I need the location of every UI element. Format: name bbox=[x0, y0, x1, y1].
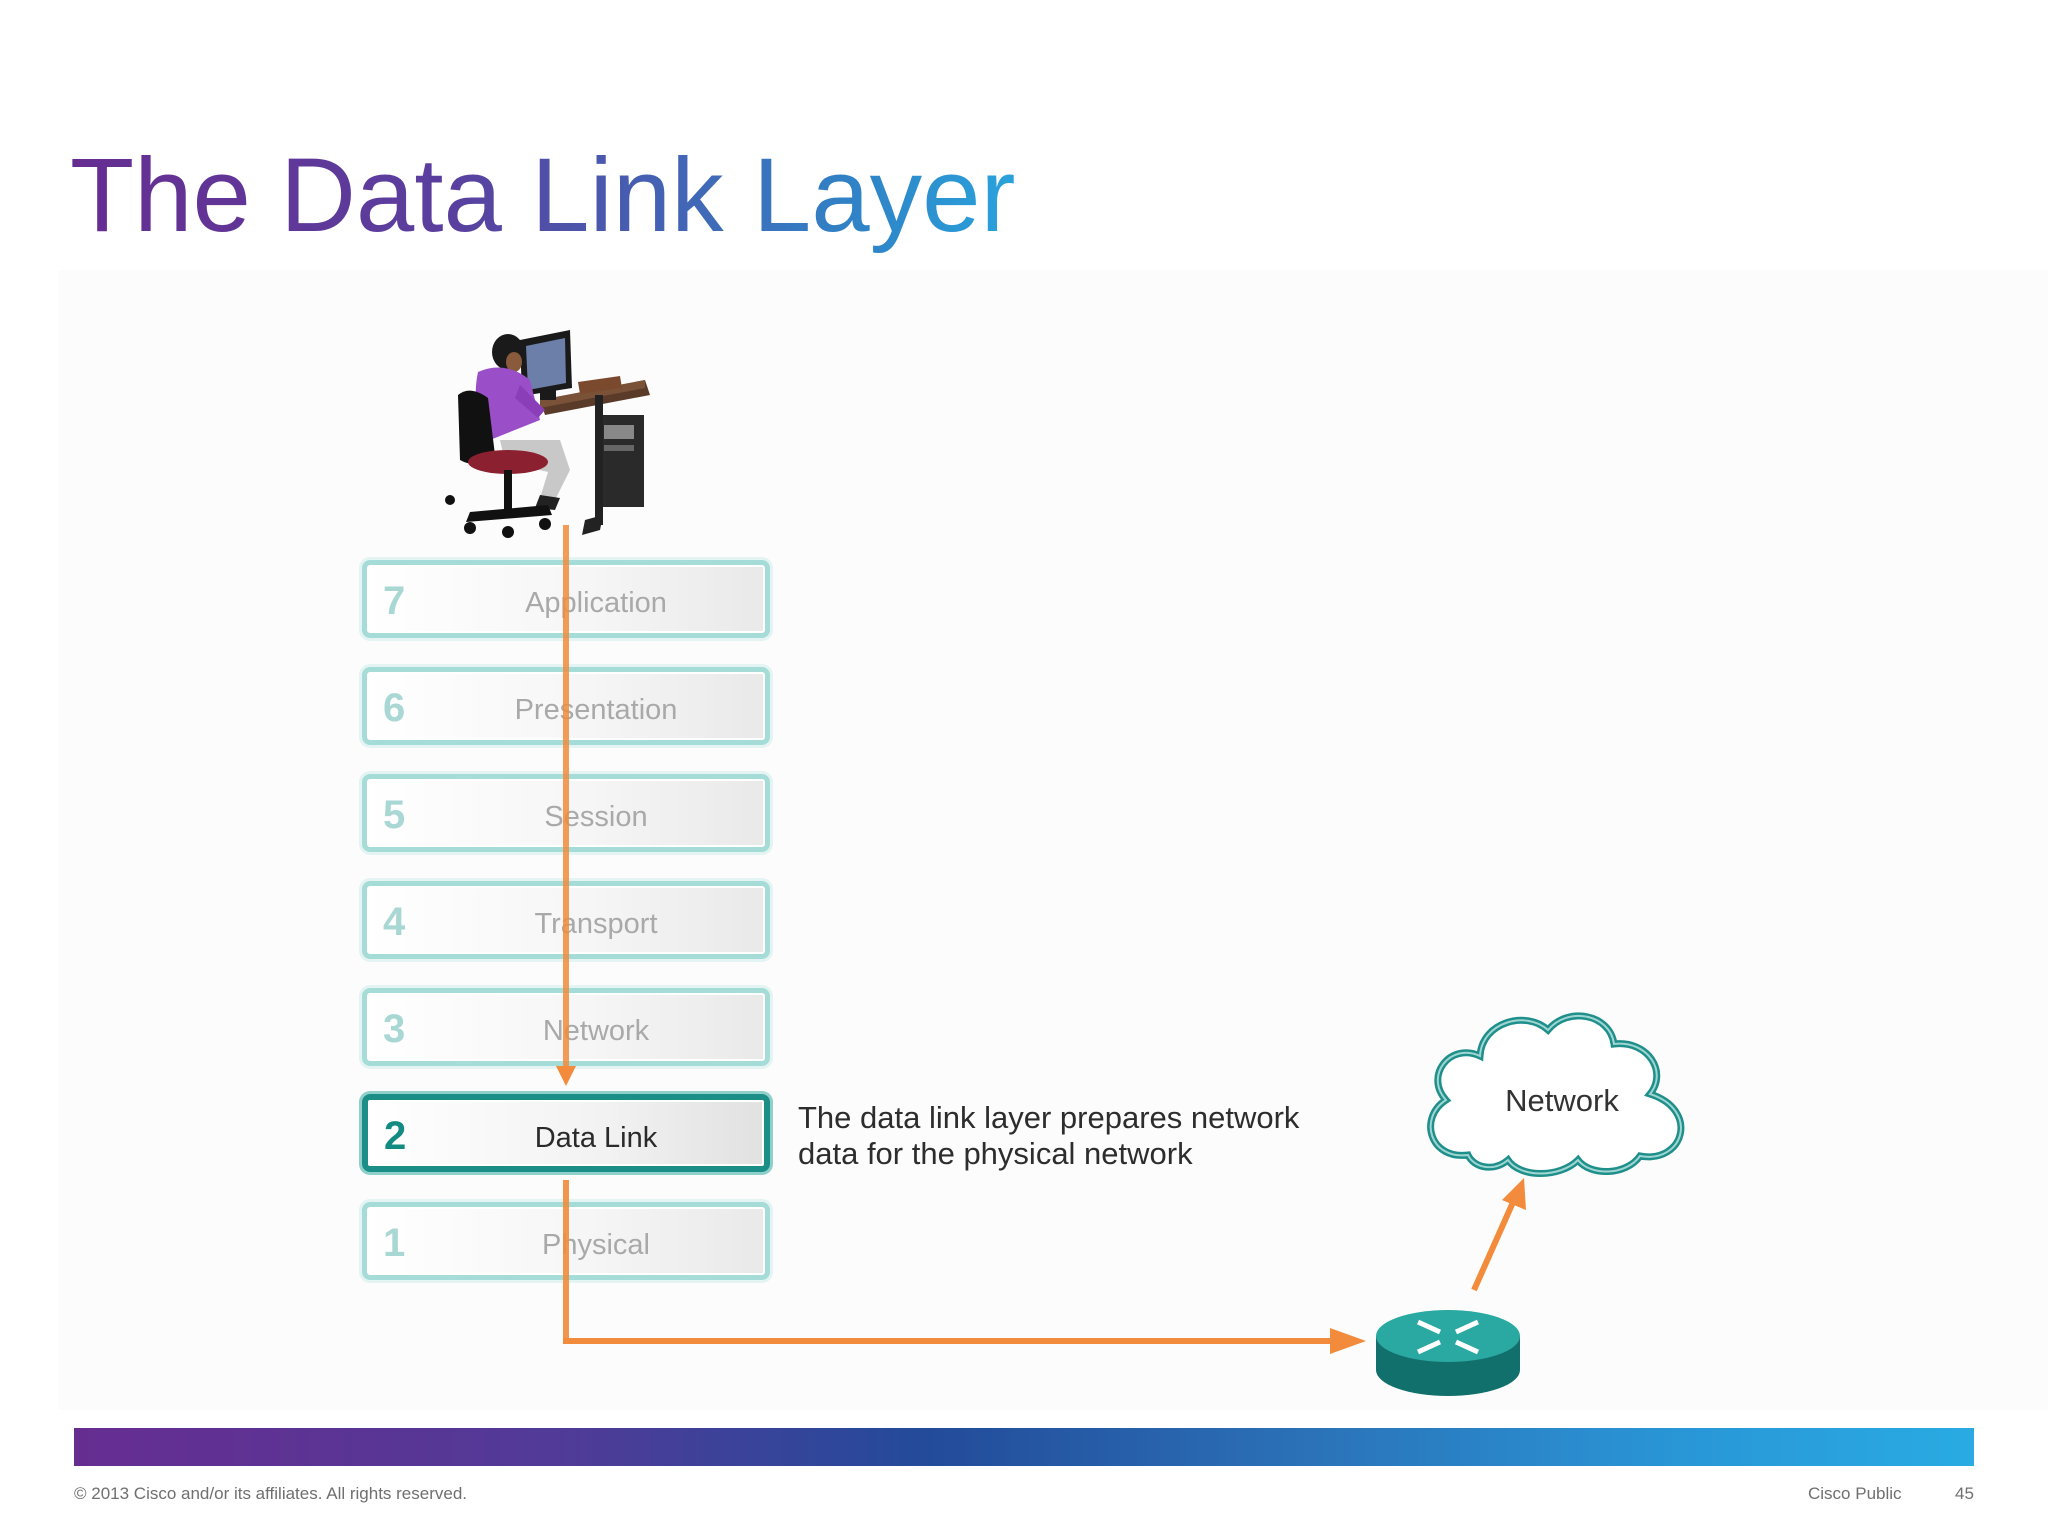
layer-name: Application bbox=[525, 587, 667, 619]
layer-name: Data Link bbox=[534, 1122, 658, 1154]
layer-name: Transport bbox=[534, 908, 658, 940]
layer-description: The data link layer prepares network dat… bbox=[798, 1100, 1300, 1171]
layer-name: Physical bbox=[542, 1229, 650, 1261]
layer-name: Session bbox=[544, 801, 648, 833]
classification-label: Cisco Public bbox=[1808, 1484, 1902, 1503]
layer-number: 6 bbox=[383, 686, 406, 730]
router-icon bbox=[1376, 1310, 1520, 1396]
page-title: The Data Link Layer bbox=[70, 137, 1016, 254]
layer-number: 5 bbox=[383, 793, 406, 837]
cloud-icon bbox=[1427, 1012, 1685, 1177]
layer-number: 2 bbox=[384, 1114, 407, 1158]
layer-number: 3 bbox=[383, 1007, 406, 1051]
layer-name: Presentation bbox=[514, 694, 678, 726]
layer-number: 1 bbox=[383, 1221, 406, 1265]
cloud-label: Network bbox=[1505, 1083, 1619, 1118]
osi-layer-data-link: 2 Data Link bbox=[362, 1094, 770, 1172]
data-flow-arrow bbox=[556, 525, 1526, 1354]
footer-gradient-bar bbox=[74, 1428, 1974, 1466]
copyright-text: © 2013 Cisco and/or its affiliates. All … bbox=[74, 1484, 468, 1503]
layer-number: 7 bbox=[383, 579, 406, 623]
layer-number: 4 bbox=[383, 900, 406, 944]
layer-name: Network bbox=[542, 1015, 650, 1047]
page-number: 45 bbox=[1955, 1484, 1974, 1503]
